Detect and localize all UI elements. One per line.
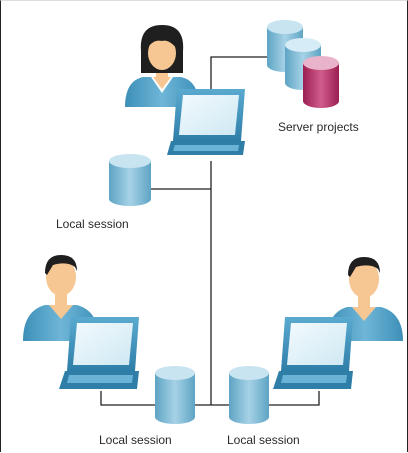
- laptop-icon-right: [273, 317, 353, 389]
- laptop-icon-top: [167, 89, 245, 155]
- connection-lines: [100, 56, 320, 406]
- laptop-icon-left: [59, 317, 139, 389]
- server-database-icon: [267, 20, 339, 108]
- local-database-icon-right: [229, 366, 269, 424]
- server-projects-label: Server projects: [278, 120, 359, 134]
- local-database-icon-top: [109, 154, 151, 206]
- local-session-label-left: Local session: [99, 433, 172, 447]
- local-session-label-top: Local session: [56, 217, 129, 231]
- local-database-icon-left: [155, 366, 195, 424]
- local-session-label-right: Local session: [227, 433, 300, 447]
